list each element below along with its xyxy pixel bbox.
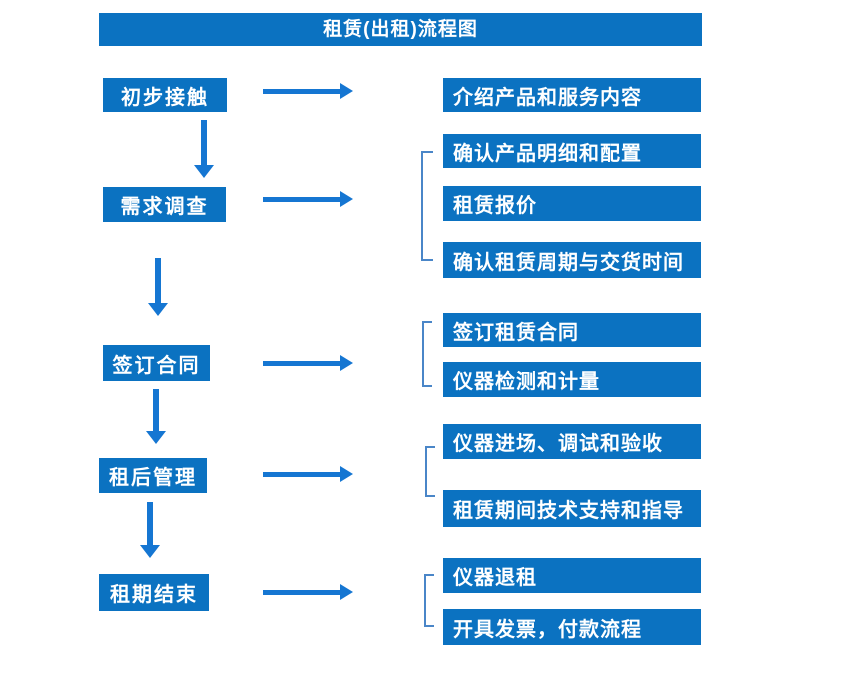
arrow-right-icon — [263, 83, 353, 99]
detail-box: 仪器退租 — [443, 558, 701, 593]
arrow-right-icon — [263, 466, 353, 482]
group-bracket — [424, 574, 434, 627]
stage-box-demand-survey: 需求调查 — [103, 187, 226, 222]
detail-box: 签订租赁合同 — [443, 313, 701, 347]
flowchart-title: 租赁(出租)流程图 — [99, 13, 702, 46]
arrow-right-icon — [263, 355, 353, 371]
arrow-down-icon — [146, 389, 166, 444]
stage-box-initial-contact: 初步接触 — [103, 78, 227, 112]
arrow-down-icon — [194, 120, 214, 178]
stage-box-post-rental-mgmt: 租后管理 — [99, 458, 207, 493]
detail-box: 仪器进场、调试和验收 — [443, 424, 701, 459]
group-bracket — [422, 321, 432, 387]
detail-box: 租赁期间技术支持和指导 — [443, 490, 701, 527]
stage-box-sign-contract: 签订合同 — [103, 345, 210, 381]
arrow-down-icon — [148, 258, 168, 316]
detail-box: 介绍产品和服务内容 — [443, 78, 701, 112]
stage-box-rental-end: 租期结束 — [99, 574, 209, 611]
detail-box: 确认租赁周期与交货时间 — [443, 242, 701, 278]
arrow-down-icon — [140, 502, 160, 558]
group-bracket — [425, 446, 435, 497]
arrow-right-icon — [263, 584, 353, 600]
group-bracket — [421, 151, 433, 261]
detail-box: 仪器检测和计量 — [443, 362, 701, 397]
detail-box: 租赁报价 — [443, 186, 701, 221]
detail-box: 开具发票，付款流程 — [443, 609, 701, 645]
detail-box: 确认产品明细和配置 — [443, 134, 701, 168]
arrow-right-icon — [263, 191, 353, 207]
